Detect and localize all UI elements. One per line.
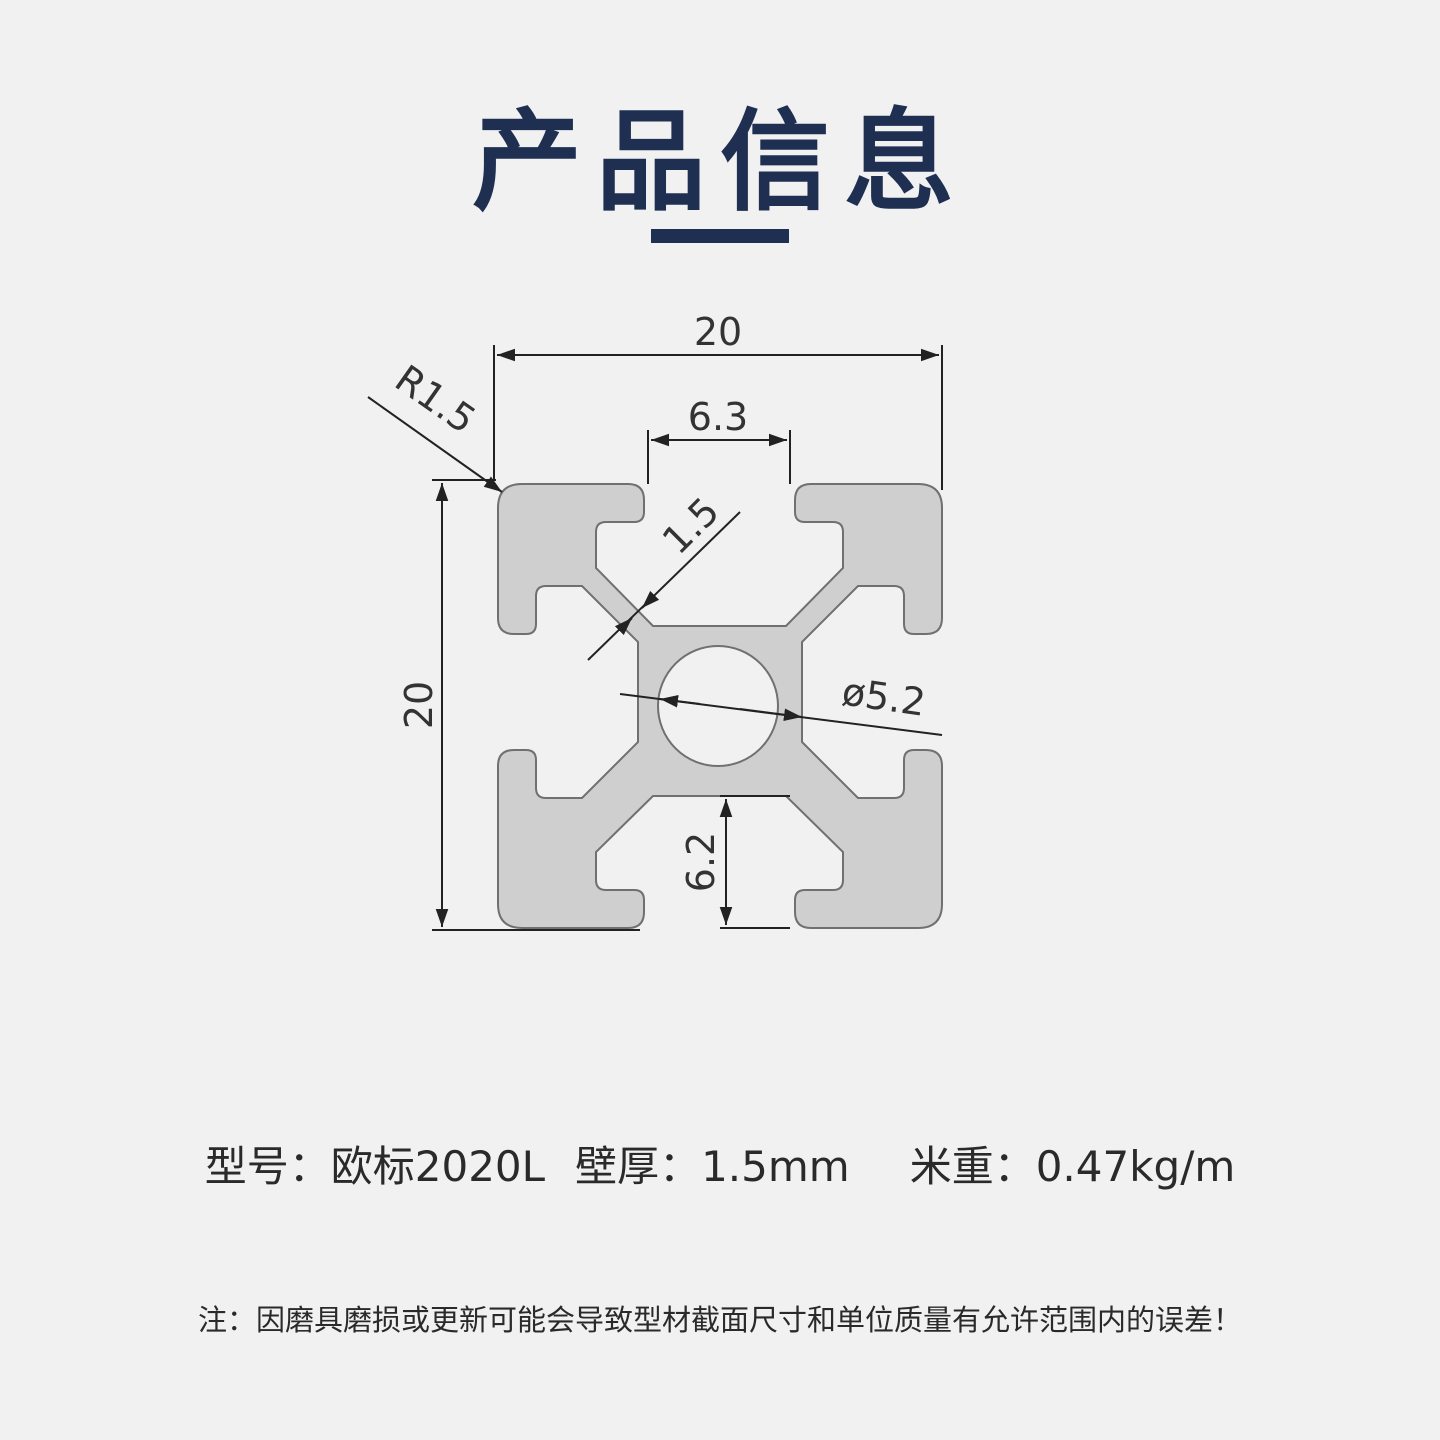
model-label: 型号：	[204, 1142, 331, 1191]
profile-outline	[497, 483, 943, 929]
dim-wall-label: 1.5	[654, 489, 728, 563]
dimension-width: 20	[493, 310, 943, 490]
page-title: 产品信息	[472, 98, 968, 226]
spec-line: 型号：欧标2020L 壁厚：1.5mm 米重：0.47kg/m	[0, 1133, 1440, 1194]
dimension-radius: R1.5	[367, 356, 503, 493]
dim-slot-label: 6.3	[688, 395, 748, 439]
dimension-slot-depth: 6.2	[679, 795, 790, 929]
dim-height-label: 20	[397, 681, 441, 729]
dimension-slot-width: 6.3	[647, 395, 791, 484]
weight-label: 米重：	[909, 1142, 1036, 1191]
dim-bore-label: ø5.2	[839, 670, 928, 725]
dim-radius-label: R1.5	[387, 356, 483, 442]
dimension-height: 20	[397, 479, 640, 931]
weight-value: 0.47kg/m	[1035, 1142, 1236, 1191]
dim-depth-label: 6.2	[679, 832, 723, 892]
dim-width-label: 20	[694, 310, 742, 354]
title-underline	[651, 229, 789, 243]
wall-value: 1.5mm	[701, 1142, 850, 1191]
wall-label: 壁厚：	[575, 1142, 702, 1191]
model-value: 欧标2020L	[330, 1142, 546, 1191]
aluminum-profile-section	[497, 483, 943, 929]
tolerance-note: 注：因磨具磨损或更新可能会导致型材截面尺寸和单位质量有允许范围内的误差！	[197, 1303, 1242, 1337]
